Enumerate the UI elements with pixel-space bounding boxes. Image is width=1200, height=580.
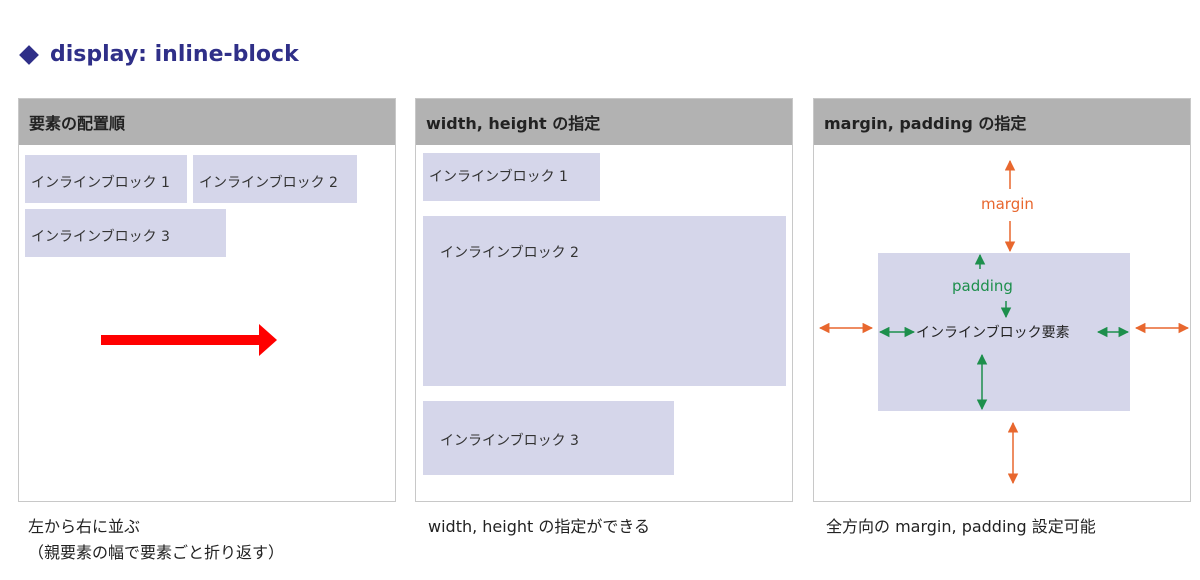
inline-block-element (878, 253, 1130, 411)
panel-order-header: 要素の配置順 (19, 99, 395, 145)
inline-block-1: インラインブロック 1 (25, 155, 187, 203)
panel-spacing-header: margin, padding の指定 (814, 99, 1190, 145)
diamond-icon (19, 44, 39, 65)
page-title-text: display: inline-block (50, 42, 299, 67)
inline-block-3: インラインブロック 3 (25, 209, 226, 257)
spacing-arrows (818, 159, 1190, 485)
inline-block-1: インラインブロック 1 (423, 153, 600, 201)
margin-label: margin (981, 195, 1034, 213)
caption-order-line1: 左から右に並ぶ (28, 517, 141, 536)
caption-size: width, height の指定ができる (428, 517, 651, 536)
inline-block-2: インラインブロック 2 (423, 216, 786, 386)
caption-order: 左から右に並ぶ （親要素の幅で要素ごと折り返す） (28, 514, 284, 566)
inline-block-3: インラインブロック 3 (423, 401, 674, 475)
page-title: display: inline-block (18, 42, 299, 67)
inline-block-2: インラインブロック 2 (193, 155, 357, 203)
caption-spacing: 全方向の margin, padding 設定可能 (826, 517, 1096, 536)
panel-size-header: width, height の指定 (416, 99, 792, 145)
caption-order-line2: （親要素の幅で要素ごと折り返す） (28, 543, 285, 562)
panel-size: width, height の指定 インラインブロック 1 インラインブロック … (415, 98, 793, 502)
element-label: インラインブロック要素 (916, 325, 1070, 341)
panel-order: 要素の配置順 インラインブロック 1 インラインブロック 2 インラインブロック… (18, 98, 396, 502)
panel-spacing: margin, padding の指定 margin padding インライン… (813, 98, 1191, 502)
red-arrow-icon (101, 324, 277, 356)
padding-label: padding (952, 277, 1013, 295)
